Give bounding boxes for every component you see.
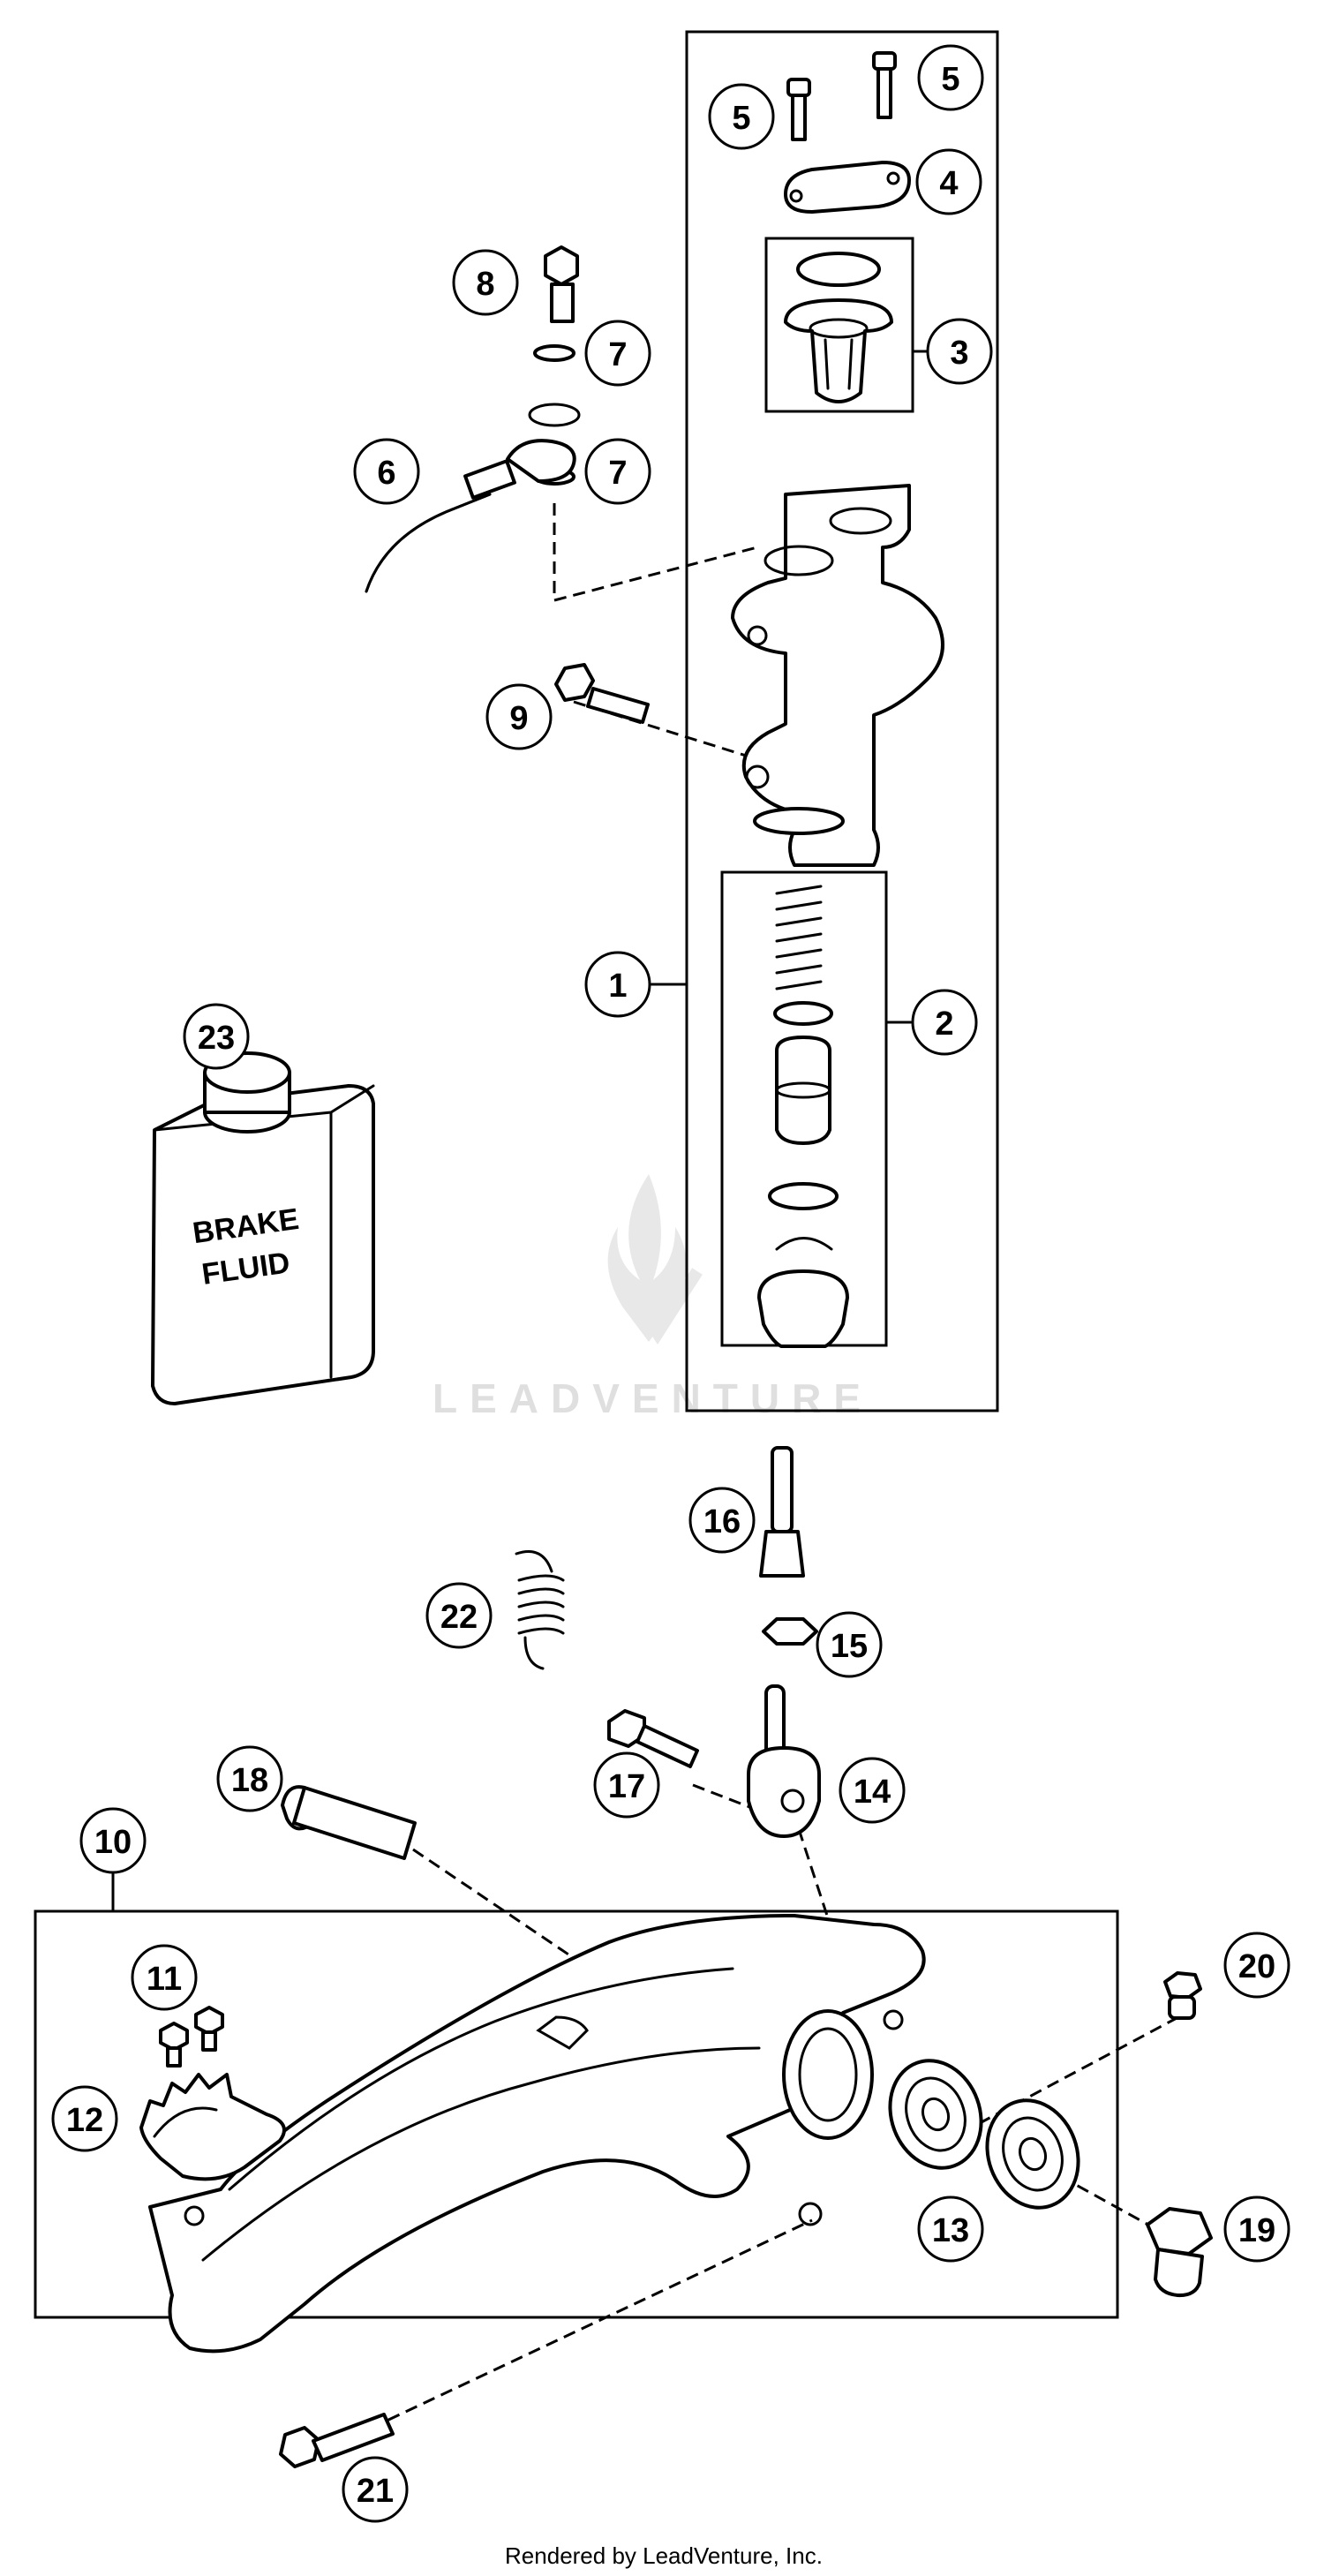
callout-10[interactable]: 10 bbox=[79, 1807, 147, 1874]
bolt-21 bbox=[279, 2413, 395, 2468]
callout-15[interactable]: 15 bbox=[816, 1611, 883, 1678]
svg-text:20: 20 bbox=[1238, 1948, 1275, 1985]
callout-22[interactable]: 22 bbox=[425, 1582, 493, 1649]
pedal-tip bbox=[139, 2073, 286, 2181]
callout-1[interactable]: 1 bbox=[584, 951, 651, 1018]
svg-text:6: 6 bbox=[377, 455, 395, 492]
bolt-5-right bbox=[872, 51, 897, 119]
svg-text:1: 1 bbox=[608, 968, 627, 1005]
svg-text:5: 5 bbox=[941, 61, 959, 98]
brake-pedal bbox=[148, 1914, 926, 2354]
callout-23[interactable]: 23 bbox=[183, 1003, 250, 1070]
reservoir-insert bbox=[784, 252, 893, 403]
bolt-17 bbox=[607, 1709, 699, 1768]
callout-7-bottom[interactable]: 7 bbox=[584, 438, 651, 505]
clevis bbox=[747, 1684, 821, 1838]
nut-15 bbox=[762, 1617, 818, 1646]
svg-text:5: 5 bbox=[732, 100, 750, 137]
callout-13[interactable]: 13 bbox=[917, 2196, 984, 2263]
svg-text:7: 7 bbox=[608, 455, 627, 492]
master-cylinder-body bbox=[731, 484, 944, 867]
assembly-box-3 bbox=[764, 237, 914, 413]
svg-text:13: 13 bbox=[932, 2212, 969, 2249]
callout-3[interactable]: 3 bbox=[926, 318, 993, 385]
svg-text:9: 9 bbox=[509, 700, 528, 737]
svg-text:3: 3 bbox=[950, 335, 968, 372]
washer-7-top bbox=[533, 344, 575, 362]
callout-6[interactable]: 6 bbox=[353, 438, 420, 505]
callout-14[interactable]: 14 bbox=[839, 1757, 906, 1824]
callout-7-top[interactable]: 7 bbox=[584, 320, 651, 387]
brake-hose bbox=[365, 403, 581, 593]
footer-credit: Rendered by LeadVenture, Inc. bbox=[505, 2542, 823, 2569]
watermark-text: LEADVENTURE bbox=[433, 1375, 873, 1421]
nut-19 bbox=[1146, 2207, 1213, 2298]
push-rod bbox=[759, 1446, 805, 1578]
assembly-box-1 bbox=[685, 30, 999, 1412]
callout-21[interactable]: 21 bbox=[342, 2456, 409, 2523]
piston-kit bbox=[757, 885, 849, 1348]
svg-text:15: 15 bbox=[831, 1628, 868, 1665]
callout-18[interactable]: 18 bbox=[216, 1745, 283, 1812]
nut-20 bbox=[1163, 1971, 1202, 2020]
svg-text:11: 11 bbox=[147, 1961, 182, 1998]
callout-20[interactable]: 20 bbox=[1223, 1932, 1290, 1999]
svg-text:7: 7 bbox=[608, 336, 627, 373]
bolt-5-left bbox=[786, 78, 811, 141]
return-spring bbox=[515, 1550, 565, 1670]
watermark: LEADVENTURE bbox=[433, 1174, 873, 1421]
callout-11[interactable]: 11 bbox=[131, 1944, 198, 2011]
svg-text:16: 16 bbox=[703, 1503, 741, 1540]
callout-8[interactable]: 8 bbox=[452, 249, 519, 316]
svg-text:18: 18 bbox=[231, 1762, 268, 1799]
svg-text:10: 10 bbox=[94, 1824, 132, 1861]
assembly-box-10 bbox=[34, 1909, 1119, 2319]
callout-2[interactable]: 2 bbox=[911, 989, 978, 1056]
callout-16[interactable]: 16 bbox=[688, 1487, 756, 1554]
pivot-bolt bbox=[281, 1785, 417, 1860]
svg-text:17: 17 bbox=[608, 1768, 645, 1805]
screws-11 bbox=[159, 2006, 224, 2068]
svg-text:14: 14 bbox=[854, 1774, 891, 1811]
callout-17[interactable]: 17 bbox=[593, 1751, 660, 1819]
svg-text:22: 22 bbox=[440, 1599, 478, 1636]
callout-4[interactable]: 4 bbox=[915, 148, 982, 215]
bolt-9 bbox=[554, 663, 650, 724]
svg-text:19: 19 bbox=[1238, 2212, 1275, 2249]
bearing-13-a bbox=[888, 2059, 983, 2170]
reservoir-cover bbox=[784, 161, 911, 214]
bearing-13-b bbox=[985, 2098, 1080, 2210]
callout-5-right[interactable]: 5 bbox=[917, 44, 984, 111]
brake-fluid-bottle: BRAKE FLUID bbox=[151, 1051, 375, 1405]
svg-text:4: 4 bbox=[939, 165, 958, 202]
banjo-bolt bbox=[544, 245, 579, 323]
svg-text:8: 8 bbox=[476, 266, 494, 303]
callout-12[interactable]: 12 bbox=[51, 2085, 118, 2152]
callout-5-left[interactable]: 5 bbox=[708, 83, 775, 150]
svg-text:23: 23 bbox=[198, 1020, 235, 1057]
callout-19[interactable]: 19 bbox=[1223, 2196, 1290, 2263]
callout-9[interactable]: 9 bbox=[485, 683, 553, 750]
svg-text:21: 21 bbox=[357, 2473, 394, 2510]
svg-text:12: 12 bbox=[66, 2102, 103, 2139]
svg-text:2: 2 bbox=[935, 1006, 953, 1043]
